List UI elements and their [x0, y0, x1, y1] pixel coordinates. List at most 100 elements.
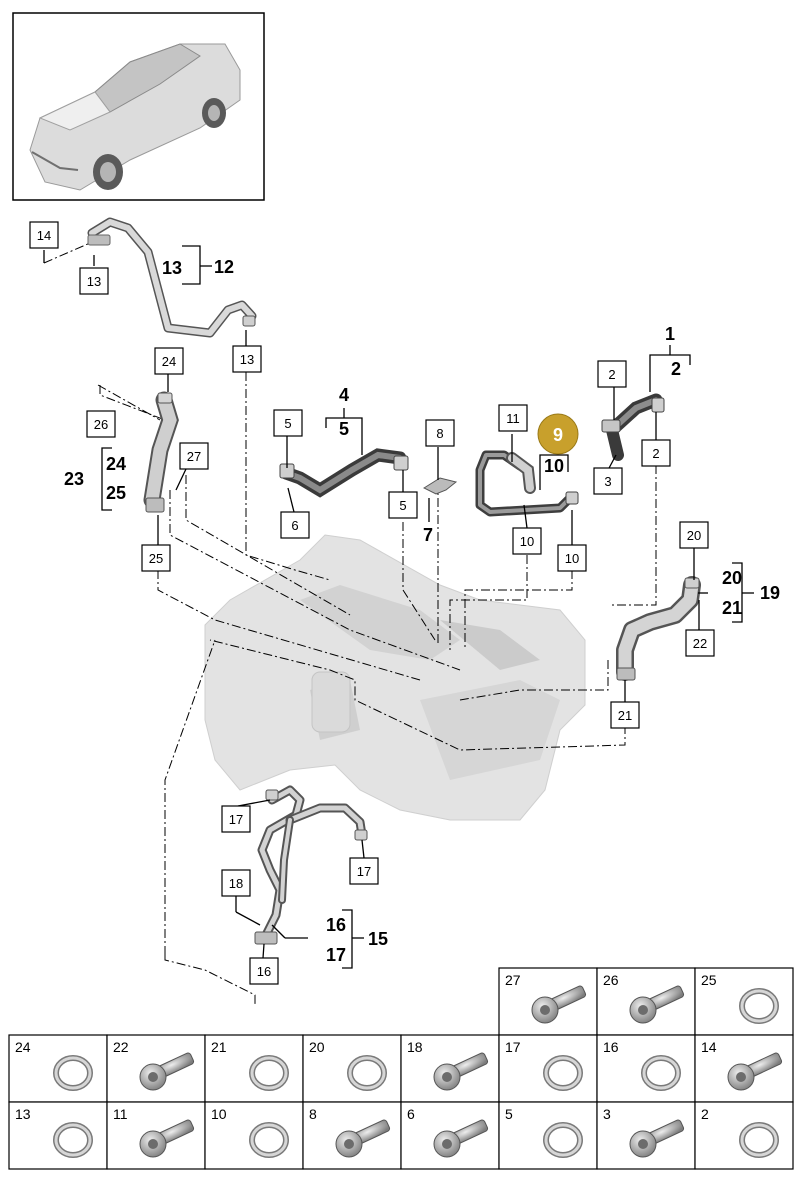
highlight-number: 9 [553, 425, 563, 445]
seal-ring-icon [249, 1122, 289, 1158]
parts-cell[interactable]: 11 [106, 1101, 206, 1170]
part-number: 20 [309, 1039, 325, 1055]
parts-cell[interactable]: 3 [596, 1101, 696, 1170]
part-number: 3 [603, 1106, 611, 1122]
callout-box[interactable]: 16 [249, 957, 279, 985]
callout-number: 10 [565, 551, 579, 566]
callout-box[interactable]: 8 [425, 419, 455, 447]
seal-ring-icon [347, 1055, 387, 1091]
callout-number: 17 [229, 812, 243, 827]
highlight-badge[interactable]: 9 [537, 413, 579, 455]
callout-box[interactable]: 5 [273, 409, 303, 437]
bolt-icon [433, 1119, 489, 1158]
parts-cell[interactable]: 17 [498, 1034, 598, 1103]
parts-cell[interactable]: 2 [694, 1101, 794, 1170]
label-1: 1 [665, 324, 675, 344]
callout-box[interactable]: 10 [512, 527, 542, 555]
callout-box[interactable]: 18 [221, 869, 251, 897]
parts-cell[interactable]: 10 [204, 1101, 304, 1170]
callout-box[interactable]: 26 [86, 410, 116, 438]
callout-box[interactable]: 17 [349, 857, 379, 885]
bolt-icon [139, 1119, 195, 1158]
parts-cell[interactable]: 24 [8, 1034, 108, 1103]
callout-number: 26 [94, 417, 108, 432]
parts-cell[interactable]: 26 [596, 967, 696, 1036]
part-number: 14 [701, 1039, 717, 1055]
seal-ring-icon [53, 1122, 93, 1158]
callout-box[interactable]: 20 [679, 521, 709, 549]
group-labels: 13 12 4 5 7 1 2 10 24 25 23 20 21 19 16 … [64, 257, 780, 965]
callout-box[interactable]: 25 [141, 544, 171, 572]
callout-number: 25 [149, 551, 163, 566]
label-16: 16 [326, 915, 346, 935]
callout-box[interactable]: 2 [641, 439, 671, 467]
parts-cell[interactable]: 5 [498, 1101, 598, 1170]
label-2: 2 [671, 359, 681, 379]
callout-box[interactable]: 13 [79, 267, 109, 295]
seal-ring-icon [739, 1122, 779, 1158]
part-number: 5 [505, 1106, 513, 1122]
label-15: 15 [368, 929, 388, 949]
coolant-hose-4 [279, 448, 409, 498]
label-24: 24 [106, 454, 126, 474]
part-number: 22 [113, 1039, 129, 1055]
callout-box[interactable]: 3 [593, 467, 623, 495]
callout-box[interactable]: 6 [280, 511, 310, 539]
group-brackets [43, 245, 754, 969]
callout-number: 2 [652, 446, 659, 461]
part-number: 18 [407, 1039, 423, 1055]
parts-cell[interactable]: 21 [204, 1034, 304, 1103]
label-13: 13 [162, 258, 182, 278]
parts-cell[interactable]: 13 [8, 1101, 108, 1170]
callout-box[interactable]: 17 [221, 805, 251, 833]
parts-cell[interactable]: 16 [596, 1034, 696, 1103]
parts-cell[interactable]: 20 [302, 1034, 402, 1103]
callout-box[interactable]: 2 [597, 360, 627, 388]
parts-cell[interactable]: 25 [694, 967, 794, 1036]
callout-box[interactable]: 5 [388, 491, 418, 519]
parts-cell[interactable]: 6 [400, 1101, 500, 1170]
callout-number: 8 [436, 426, 443, 441]
callout-number: 24 [162, 354, 176, 369]
part-number: 21 [211, 1039, 227, 1055]
bolt-icon [531, 985, 587, 1024]
callout-box[interactable]: 13 [232, 345, 262, 373]
callout-box[interactable]: 24 [154, 347, 184, 375]
parts-cell[interactable]: 8 [302, 1101, 402, 1170]
coolant-hose-12 [87, 217, 257, 338]
part-number: 27 [505, 972, 521, 988]
seal-ring-icon [641, 1055, 681, 1091]
label-10: 10 [544, 456, 564, 476]
callout-box[interactable]: 22 [685, 629, 715, 657]
bolt-icon [335, 1119, 391, 1158]
label-12: 12 [214, 257, 234, 277]
parts-cell[interactable]: 27 [498, 967, 598, 1036]
callout-number: 13 [240, 352, 254, 367]
callout-box[interactable]: 11 [498, 404, 528, 432]
part-number: 11 [113, 1106, 128, 1122]
callout-number: 17 [357, 864, 371, 879]
label-25: 25 [106, 483, 126, 503]
callout-number: 18 [229, 876, 243, 891]
callout-number: 3 [604, 474, 611, 489]
part-number: 17 [505, 1039, 521, 1055]
callout-box[interactable]: 10 [557, 544, 587, 572]
leader-lines [43, 231, 657, 1005]
callout-box[interactable]: 21 [610, 701, 640, 729]
parts-cell[interactable]: 22 [106, 1034, 206, 1103]
callout-number: 11 [506, 411, 520, 426]
label-23: 23 [64, 469, 84, 489]
part-number: 8 [309, 1106, 317, 1122]
parts-cell[interactable]: 18 [400, 1034, 500, 1103]
callout-number: 5 [284, 416, 291, 431]
coolant-hose-10 [475, 450, 579, 517]
label-19: 19 [760, 583, 780, 603]
callout-box[interactable]: 27 [179, 442, 209, 470]
label-21: 21 [722, 598, 742, 618]
parts-cell[interactable]: 14 [694, 1034, 794, 1103]
bolt-icon [433, 1052, 489, 1091]
callout-box[interactable]: 14 [29, 221, 59, 249]
part-number: 26 [603, 972, 619, 988]
bolt-icon [727, 1052, 783, 1091]
coolant-pipe-23 [143, 391, 179, 513]
